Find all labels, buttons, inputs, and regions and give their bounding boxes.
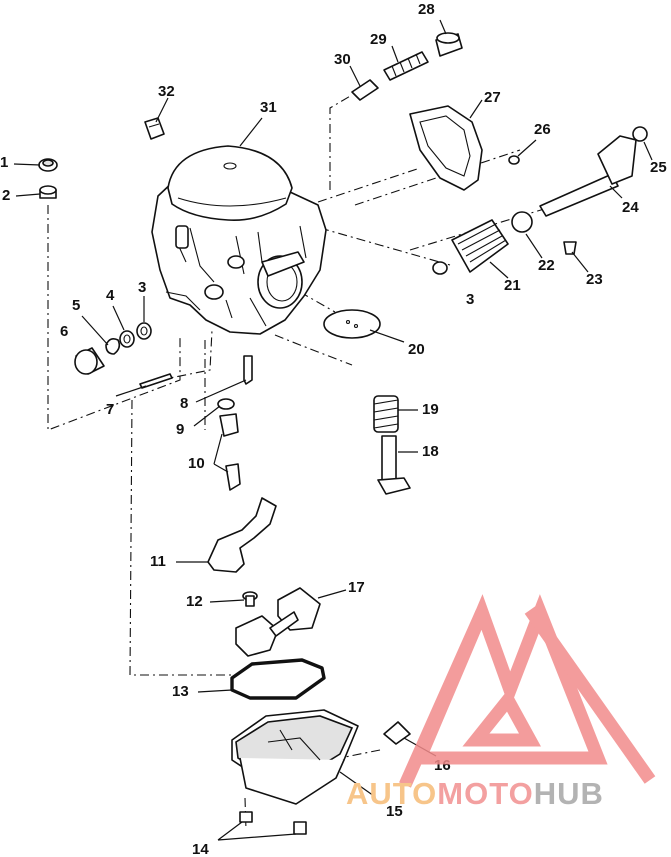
part-32-screw bbox=[144, 117, 165, 140]
callout-7: 7 bbox=[106, 401, 115, 418]
carburetor-body bbox=[151, 145, 327, 335]
part-29-spring bbox=[383, 51, 429, 81]
watermark-part-hub: HUB bbox=[533, 776, 604, 811]
watermark-part-auto: AUTO bbox=[346, 776, 438, 811]
part-21-spring bbox=[451, 219, 509, 273]
callout-23: 23 bbox=[586, 271, 603, 288]
part-10-holder bbox=[219, 413, 241, 491]
part-13-gasket bbox=[230, 658, 326, 700]
callout-26: 26 bbox=[534, 121, 551, 138]
part-26-screw bbox=[508, 155, 520, 165]
callout-16: 16 bbox=[434, 757, 451, 774]
callout-30: 30 bbox=[334, 51, 351, 68]
callout-29: 29 bbox=[370, 31, 387, 48]
callout-25: 25 bbox=[650, 159, 667, 176]
callout-3: 3 bbox=[466, 291, 475, 308]
part-24-shaft bbox=[539, 135, 637, 217]
part-1-nut bbox=[38, 158, 58, 172]
part-9-oring bbox=[217, 398, 235, 410]
part-6-cap bbox=[74, 347, 105, 375]
part-8-jet bbox=[243, 355, 253, 385]
callout-6: 6 bbox=[60, 323, 69, 340]
callout-20: 20 bbox=[408, 341, 425, 358]
callout-10: 10 bbox=[188, 455, 205, 472]
part-5-clip bbox=[105, 338, 121, 355]
watermark-part-moto: MOTO bbox=[437, 776, 534, 811]
part-27-cover bbox=[409, 105, 483, 191]
part-15-float-bowl bbox=[231, 709, 359, 805]
callout-11: 11 bbox=[150, 553, 166, 570]
part-14-screws bbox=[239, 811, 307, 835]
callout-9: 9 bbox=[176, 421, 185, 438]
callout-2: 2 bbox=[2, 187, 11, 204]
part-16-screw bbox=[383, 721, 411, 745]
callout-19: 19 bbox=[422, 401, 439, 418]
callout-22: 22 bbox=[538, 257, 555, 274]
callout-17: 17 bbox=[348, 579, 365, 596]
part-22-cap bbox=[511, 211, 533, 233]
part-3-oring-left bbox=[136, 322, 152, 340]
part-2-plug bbox=[39, 185, 57, 199]
part-23-screw bbox=[563, 241, 577, 255]
part-3-oring-right bbox=[432, 261, 448, 275]
part-7-pin bbox=[139, 373, 173, 389]
part-18-bolt bbox=[377, 435, 411, 495]
part-30-adjuster bbox=[351, 79, 379, 101]
callout-28: 28 bbox=[418, 1, 435, 18]
callout-31: 31 bbox=[260, 99, 277, 116]
callout-3: 3 bbox=[138, 279, 147, 296]
part-20-diaphragm bbox=[323, 309, 381, 339]
part-25-plug bbox=[632, 126, 648, 142]
callout-14: 14 bbox=[192, 841, 209, 857]
part-28-cap bbox=[435, 32, 463, 57]
part-19-spring bbox=[373, 395, 399, 433]
callout-4: 4 bbox=[106, 287, 115, 304]
callout-8: 8 bbox=[180, 395, 189, 412]
callout-32: 32 bbox=[158, 83, 175, 100]
assembly-lines bbox=[47, 94, 581, 831]
callout-5: 5 bbox=[72, 297, 81, 314]
callout-12: 12 bbox=[186, 593, 203, 610]
part-17-float bbox=[235, 587, 321, 657]
watermark-text: AUTOMOTOHUB bbox=[346, 777, 604, 811]
callout-21: 21 bbox=[504, 277, 521, 294]
part-11-bracket bbox=[207, 497, 277, 573]
part-4-washer bbox=[119, 330, 135, 348]
callout-27: 27 bbox=[484, 89, 501, 106]
callout-15: 15 bbox=[386, 803, 403, 820]
part-12-screw bbox=[242, 591, 258, 607]
callout-24: 24 bbox=[622, 199, 639, 216]
callout-18: 18 bbox=[422, 443, 439, 460]
callout-1: 1 bbox=[0, 154, 9, 171]
callout-13: 13 bbox=[172, 683, 189, 700]
